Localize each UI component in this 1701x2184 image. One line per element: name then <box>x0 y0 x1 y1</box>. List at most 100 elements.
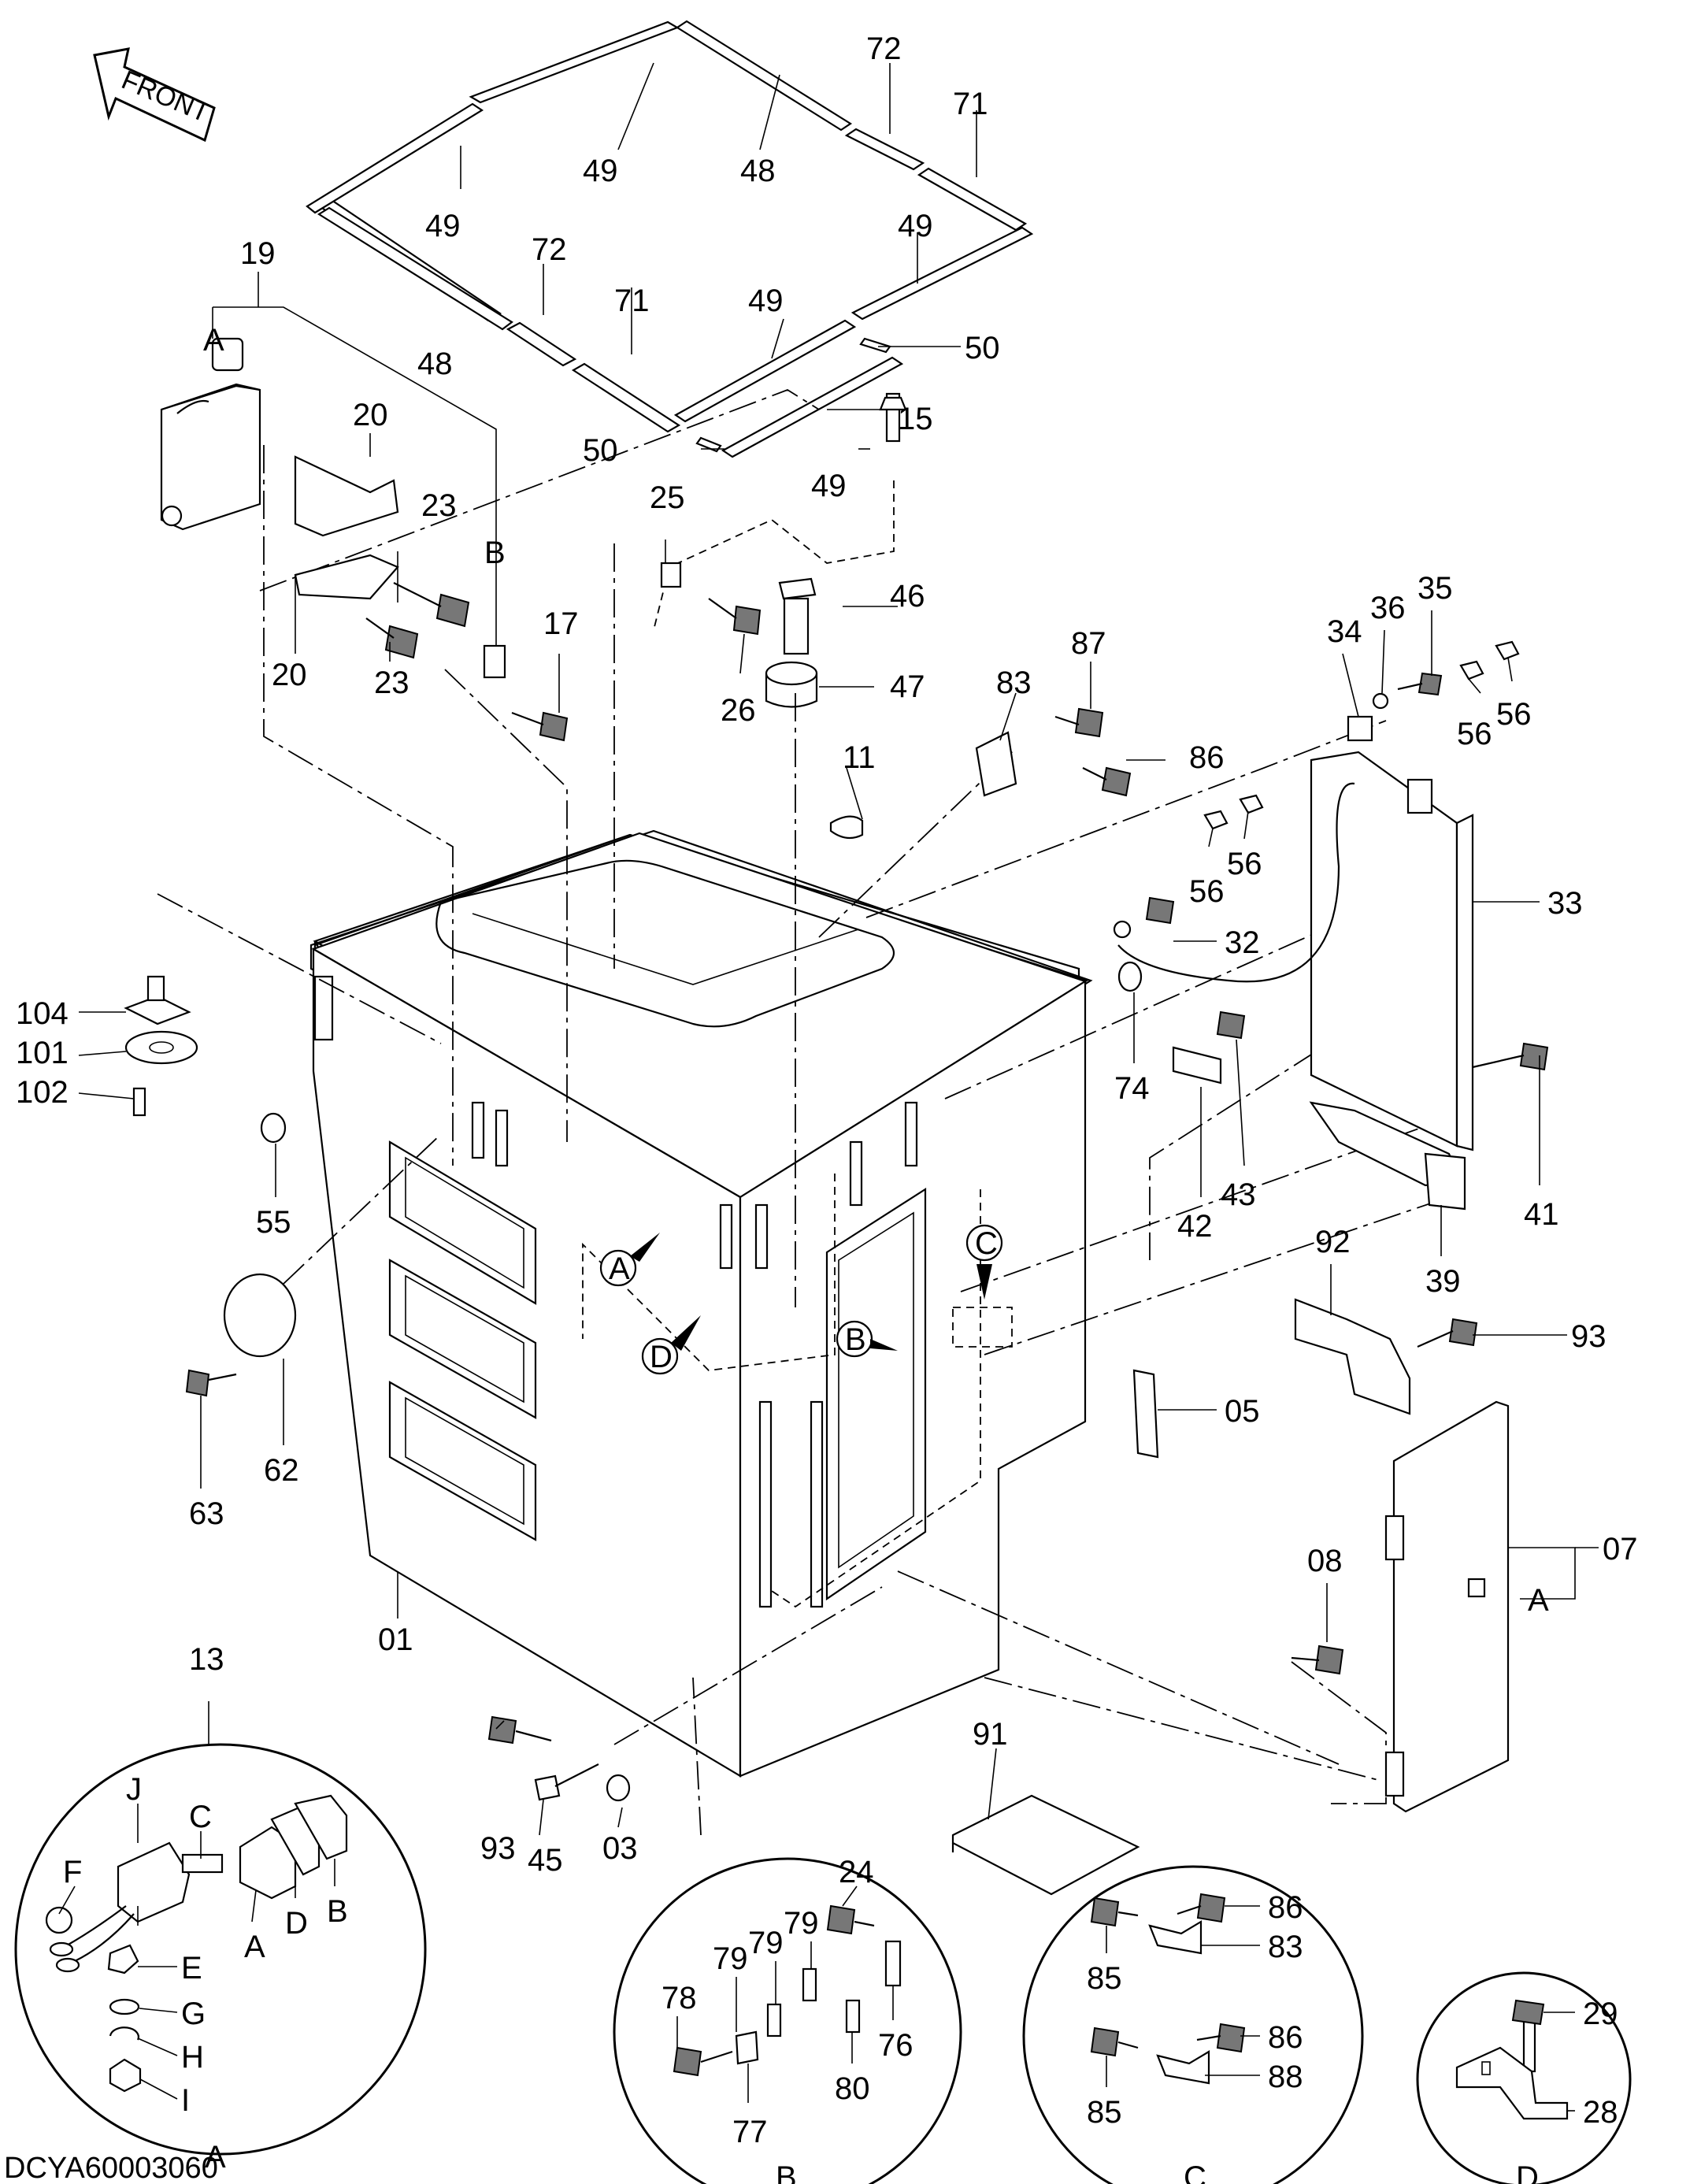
label-91: 91 <box>973 1717 1008 1752</box>
label-05: 05 <box>1225 1394 1260 1429</box>
svg-text:79: 79 <box>713 1941 748 1976</box>
bolt-46 <box>778 577 817 655</box>
detail-circle-d <box>1416 1971 1632 2184</box>
leader-lines <box>58 62 1599 2112</box>
label-102: 102 <box>16 1075 69 1110</box>
svg-text:79: 79 <box>784 1906 819 1941</box>
detail-d-labels: 29 28 D <box>1516 1997 1618 2184</box>
label-34: 34 <box>1327 614 1362 649</box>
callout-a: A <box>599 1233 660 1287</box>
label-48: 48 <box>740 154 776 188</box>
bolt-63 <box>185 1369 237 1397</box>
detail-c-title: C <box>1184 2160 1206 2184</box>
svg-text:C: C <box>975 1226 998 1261</box>
plate-101 <box>124 1030 198 1065</box>
svg-text:A: A <box>609 1251 630 1286</box>
label-101: 101 <box>16 1036 69 1070</box>
label-49: 49 <box>425 209 461 243</box>
label-45: 45 <box>528 1843 563 1878</box>
label-46: 46 <box>890 579 925 614</box>
detail-circle-c <box>1022 1865 1364 2184</box>
callout-b: B <box>836 1320 898 1358</box>
ref-19-b: B <box>484 536 506 570</box>
label-56: 56 <box>1457 717 1492 751</box>
label-01: 01 <box>378 1622 413 1657</box>
detail-circle-b <box>613 1857 962 2184</box>
bracket-92 <box>1294 1298 1478 1415</box>
svg-text:80: 80 <box>835 2071 870 2106</box>
callout-c: C <box>952 1224 1013 1348</box>
detail-circle-a <box>14 1743 427 2156</box>
label-87: 87 <box>1071 626 1106 661</box>
ref-19-a: A <box>203 323 224 358</box>
label-43: 43 <box>1221 1177 1256 1212</box>
label-35: 35 <box>1418 571 1453 606</box>
detail-a-title: A <box>205 2140 226 2175</box>
bolt-93-lower <box>487 1715 552 1745</box>
label-49: 49 <box>748 284 784 318</box>
svg-text:A: A <box>244 1930 265 1964</box>
label-92: 92 <box>1315 1225 1351 1259</box>
label-20: 20 <box>353 398 388 432</box>
label-72: 72 <box>532 232 567 267</box>
svg-text:I: I <box>181 2083 190 2118</box>
front-arrow-label: FRONT <box>117 65 214 128</box>
label-55: 55 <box>256 1205 291 1240</box>
svg-text:85: 85 <box>1087 2095 1122 2130</box>
label-26: 26 <box>721 693 756 728</box>
label-56: 56 <box>1496 697 1532 732</box>
label-25: 25 <box>650 480 685 515</box>
label-23: 23 <box>421 488 457 523</box>
terminal-block-42 <box>1172 1010 1246 1085</box>
cable-terminal-32 <box>1113 896 1175 939</box>
front-arrow: FRONT <box>93 47 216 143</box>
svg-text:85: 85 <box>1087 1961 1122 1996</box>
washer-03 <box>606 1774 631 1802</box>
label-11: 11 <box>843 740 876 775</box>
callout-d: D <box>641 1315 701 1375</box>
detail-b-title: B <box>776 2160 797 2184</box>
battery-stand-39 <box>1309 1042 1549 1211</box>
main-frame <box>309 829 1093 1778</box>
bracket-83 <box>975 707 1132 797</box>
collar-47 <box>765 661 818 708</box>
label-48: 48 <box>417 347 453 381</box>
detail-a-labels: J C F A D B E G H I A <box>63 1772 348 2175</box>
battery-terminal-parts <box>1203 640 1520 830</box>
cover-62 <box>223 1273 297 1358</box>
label-42: 42 <box>1177 1209 1213 1244</box>
label-33: 33 <box>1547 886 1583 921</box>
svg-text:28: 28 <box>1583 2095 1618 2130</box>
mount-104 <box>124 975 191 1025</box>
label-47: 47 <box>890 669 925 704</box>
svg-text:B: B <box>845 1322 866 1357</box>
vent-openings <box>388 1140 537 1541</box>
label-49: 49 <box>811 469 847 503</box>
bolt-17 <box>483 644 569 742</box>
label-56: 56 <box>1227 847 1262 881</box>
seal-strips <box>306 20 1034 458</box>
svg-text:83: 83 <box>1268 1930 1303 1964</box>
label-32: 32 <box>1225 925 1260 960</box>
svg-text:D: D <box>650 1340 673 1374</box>
svg-text:J: J <box>126 1772 142 1807</box>
svg-text:B: B <box>327 1894 348 1929</box>
svg-text:24: 24 <box>839 1855 874 1889</box>
label-56: 56 <box>1189 874 1225 909</box>
label-49: 49 <box>898 209 933 243</box>
label-86: 86 <box>1189 740 1225 775</box>
label-49: 49 <box>583 154 618 188</box>
label-15: 15 <box>898 402 933 436</box>
label-72: 72 <box>866 32 902 66</box>
drawing-code: DCYA60003060 <box>4 2152 218 2184</box>
svg-text:C: C <box>189 1800 212 1834</box>
bolt-102 <box>132 1087 146 1117</box>
svg-text:86: 86 <box>1268 2020 1303 2055</box>
part-number-labels: 72 71 49 48 49 49 72 71 49 48 50 15 50 4… <box>16 32 1638 1878</box>
label-03: 03 <box>602 1831 638 1866</box>
label-17: 17 <box>543 606 579 641</box>
label-62: 62 <box>264 1453 299 1488</box>
svg-text:78: 78 <box>662 1981 697 2015</box>
detail-b-labels: 24 79 79 79 78 76 80 77 B <box>662 1855 914 2184</box>
svg-text:76: 76 <box>878 2028 914 2063</box>
